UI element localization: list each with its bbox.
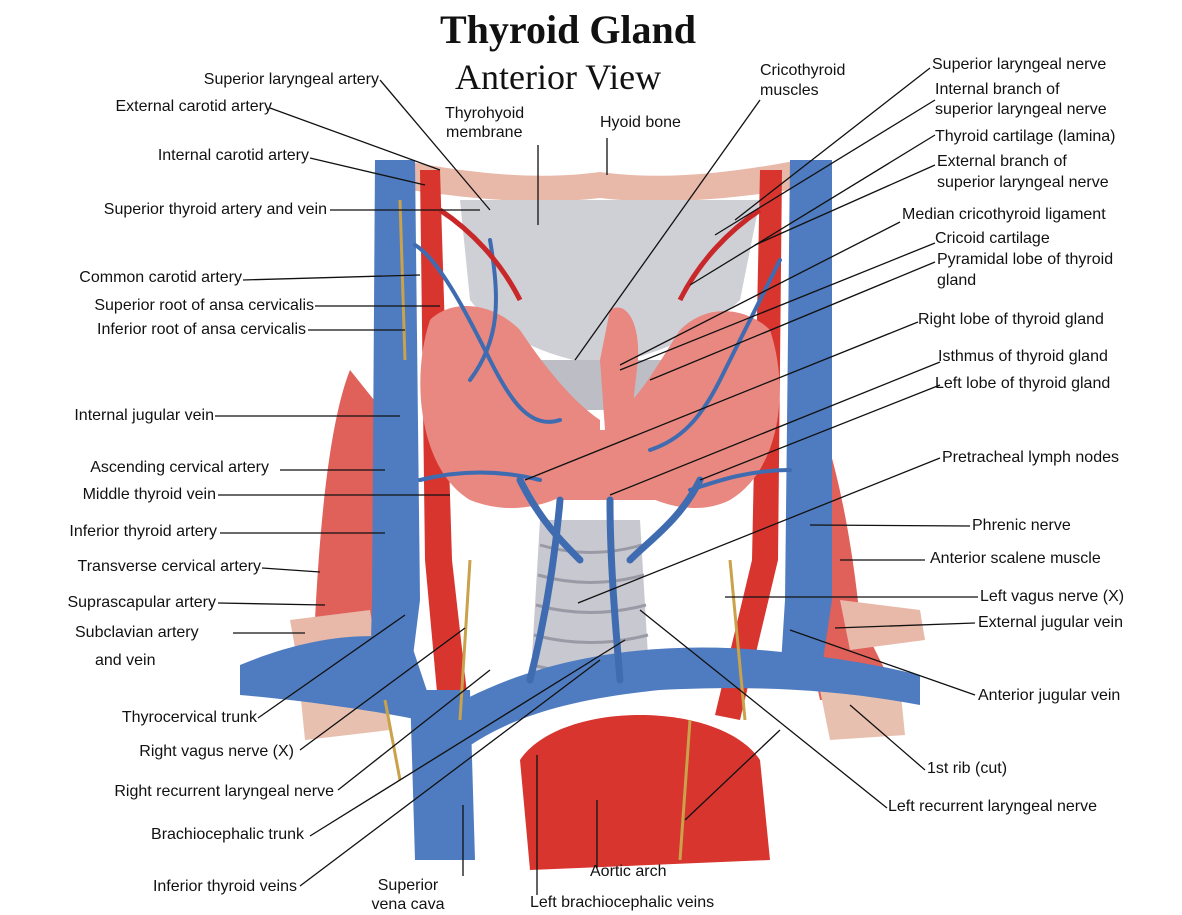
label-left-brachiocephalic-veins: Left brachiocephalic veins xyxy=(530,893,714,913)
label-median-cricothyroid-ligament: Median cricothyroid ligament xyxy=(902,205,1106,225)
label-internal-carotid-artery: Internal carotid artery xyxy=(158,146,309,166)
label-pyramidal-lobe-1: Pyramidal lobe of thyroid xyxy=(937,250,1113,270)
aortic-arch-shape xyxy=(520,715,770,870)
label-superior-vena-cava-1: Superior xyxy=(368,876,448,896)
label-internal-branch-1: Internal branch of xyxy=(935,80,1060,100)
label-anterior-jugular-vein: Anterior jugular vein xyxy=(978,686,1120,706)
label-inferior-root-ansa: Inferior root of ansa cervicalis xyxy=(97,320,306,340)
label-right-recurrent-laryngeal-nerve: Right recurrent laryngeal nerve xyxy=(114,782,334,802)
label-thyroid-cartilage: Thyroid cartilage (lamina) xyxy=(935,127,1116,147)
label-inferior-thyroid-veins: Inferior thyroid veins xyxy=(153,877,297,897)
label-left-lobe: Left lobe of thyroid gland xyxy=(935,374,1110,394)
label-ascending-cervical-artery: Ascending cervical artery xyxy=(90,458,269,478)
label-anterior-scalene-muscle: Anterior scalene muscle xyxy=(930,549,1101,569)
label-internal-branch-2: superior laryngeal nerve xyxy=(935,100,1107,120)
label-and-vein: and vein xyxy=(95,651,156,671)
label-first-rib: 1st rib (cut) xyxy=(927,759,1007,779)
label-external-branch-2: superior laryngeal nerve xyxy=(937,173,1109,193)
label-pyramidal-lobe-2: gland xyxy=(937,271,976,291)
label-superior-vena-cava-2: vena cava xyxy=(363,895,453,915)
label-superior-laryngeal-artery: Superior laryngeal artery xyxy=(204,70,379,90)
label-right-lobe: Right lobe of thyroid gland xyxy=(918,310,1104,330)
label-middle-thyroid-vein: Middle thyroid vein xyxy=(83,485,216,505)
label-cricoid-cartilage: Cricoid cartilage xyxy=(935,229,1050,249)
hyoid-bone-shape xyxy=(400,160,800,201)
label-cricothyroid-muscles-1: Cricothyroid xyxy=(760,61,845,81)
thyroid-isthmus xyxy=(560,430,660,500)
title: Thyroid Gland xyxy=(440,6,696,53)
label-left-vagus-nerve: Left vagus nerve (X) xyxy=(980,587,1124,607)
label-suprascapular-artery: Suprascapular artery xyxy=(67,593,216,613)
label-left-recurrent-laryngeal-nerve: Left recurrent laryngeal nerve xyxy=(888,797,1097,817)
label-inferior-thyroid-artery: Inferior thyroid artery xyxy=(69,522,217,542)
label-thyrohyoid-membrane-1: Thyrohyoid xyxy=(445,104,524,124)
label-right-vagus-nerve: Right vagus nerve (X) xyxy=(139,742,294,762)
subtitle: Anterior View xyxy=(455,56,661,98)
label-thyrocervical-trunk: Thyrocervical trunk xyxy=(122,708,257,728)
label-aortic-arch: Aortic arch xyxy=(590,862,666,882)
label-internal-jugular-vein: Internal jugular vein xyxy=(74,406,214,426)
label-superior-laryngeal-nerve: Superior laryngeal nerve xyxy=(932,55,1106,75)
label-superior-root-ansa: Superior root of ansa cervicalis xyxy=(94,296,314,316)
label-brachiocephalic-trunk: Brachiocephalic trunk xyxy=(151,825,304,845)
label-thyrohyoid-membrane-2: membrane xyxy=(446,123,522,143)
label-cricothyroid-muscles-2: muscles xyxy=(760,81,819,101)
label-hyoid-bone: Hyoid bone xyxy=(600,113,681,133)
superior-vena-cava-shape xyxy=(410,690,475,860)
label-common-carotid-artery: Common carotid artery xyxy=(79,268,242,288)
label-isthmus: Isthmus of thyroid gland xyxy=(938,347,1108,367)
label-external-branch-1: External branch of xyxy=(937,152,1067,172)
label-superior-thyroid-artery-vein: Superior thyroid artery and vein xyxy=(104,200,327,220)
label-external-jugular-vein: External jugular vein xyxy=(978,613,1123,633)
label-external-carotid-artery: External carotid artery xyxy=(115,97,272,117)
right-internal-jugular xyxy=(370,160,420,680)
label-pretracheal-lymph-nodes: Pretracheal lymph nodes xyxy=(942,448,1119,468)
label-transverse-cervical-artery: Transverse cervical artery xyxy=(78,557,261,577)
left-internal-jugular xyxy=(780,160,832,680)
label-phrenic-nerve: Phrenic nerve xyxy=(972,516,1071,536)
label-subclavian-artery: Subclavian artery xyxy=(75,623,199,643)
